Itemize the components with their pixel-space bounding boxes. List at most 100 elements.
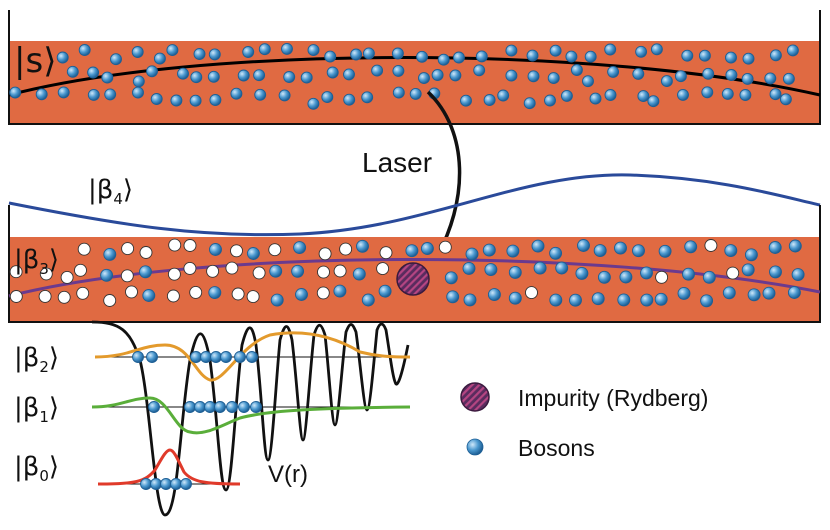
boson	[768, 241, 782, 254]
boson	[153, 52, 166, 65]
boson	[230, 87, 243, 100]
boson	[170, 94, 183, 107]
boson	[307, 97, 320, 110]
boson	[326, 66, 339, 79]
boson	[640, 293, 654, 307]
boson	[291, 264, 305, 278]
boson	[617, 293, 631, 307]
boson	[324, 50, 337, 63]
boson	[110, 53, 122, 66]
legend-bosons-label: Bosons	[518, 435, 595, 461]
boson	[640, 266, 653, 280]
top-condensate-fill	[9, 41, 819, 124]
legend-boson-icon	[466, 438, 484, 456]
empty-site	[183, 261, 197, 275]
boson	[787, 286, 801, 299]
boson	[724, 244, 738, 258]
boson	[505, 44, 518, 57]
boson	[150, 478, 162, 490]
boson	[210, 351, 222, 363]
boson	[100, 268, 114, 282]
empty-site	[76, 286, 90, 300]
boson	[208, 286, 222, 300]
ket-angle: ⟩	[43, 41, 56, 81]
boson	[637, 90, 650, 103]
boson	[142, 289, 156, 302]
boson	[361, 91, 374, 104]
boson	[604, 43, 617, 56]
boson	[725, 69, 738, 81]
boson	[57, 86, 70, 99]
boson	[258, 43, 271, 56]
boson	[788, 239, 802, 253]
boson	[584, 50, 597, 63]
boson	[741, 72, 754, 85]
boson	[555, 261, 569, 275]
boson	[741, 263, 755, 277]
boson	[739, 89, 752, 101]
boson	[764, 72, 777, 85]
boson	[604, 89, 617, 101]
boson	[214, 401, 226, 413]
boson	[698, 49, 711, 62]
boson	[242, 46, 255, 58]
boson	[378, 284, 392, 298]
boson	[762, 286, 776, 300]
boson	[200, 351, 212, 363]
empty-site	[231, 287, 245, 301]
boson	[333, 284, 347, 298]
boson	[769, 88, 782, 101]
boson	[744, 248, 758, 262]
boson	[278, 89, 291, 102]
boson	[78, 44, 91, 56]
boson	[570, 64, 583, 76]
boson	[482, 243, 496, 257]
boson	[66, 65, 79, 78]
empty-site	[9, 290, 23, 303]
boson	[547, 72, 560, 85]
boson	[446, 290, 460, 304]
boson	[700, 294, 714, 308]
boson	[350, 48, 363, 61]
boson	[632, 244, 645, 258]
boson	[250, 401, 262, 413]
boson	[139, 265, 152, 279]
empty-site	[316, 286, 330, 300]
boson	[658, 244, 672, 258]
empty-site	[120, 269, 134, 283]
boson	[352, 267, 366, 281]
boson	[533, 261, 547, 275]
boson	[148, 401, 160, 413]
boson	[208, 48, 221, 61]
boson	[722, 286, 736, 300]
boson	[431, 69, 444, 81]
boson	[392, 86, 405, 99]
boson	[307, 44, 320, 57]
beta2-label: β	[23, 343, 40, 373]
boson	[681, 49, 694, 62]
boson	[654, 292, 668, 306]
empty-site	[166, 289, 180, 303]
boson	[614, 241, 627, 255]
boson	[449, 69, 462, 82]
boson	[460, 94, 472, 107]
boson	[283, 71, 296, 83]
boson	[193, 48, 206, 60]
beta2-wave	[94, 331, 411, 382]
boson	[234, 351, 246, 363]
boson	[209, 243, 222, 256]
boson	[418, 72, 430, 85]
boson	[575, 266, 589, 280]
boson	[593, 244, 607, 258]
boson	[194, 401, 206, 413]
empty-site	[38, 289, 52, 303]
legend: Impurity (Rydberg) Bosons	[460, 382, 708, 461]
boson	[463, 293, 477, 307]
boson	[465, 247, 479, 261]
beta3-sub: 3	[39, 260, 49, 278]
boson	[682, 267, 695, 281]
empty-site	[333, 264, 347, 278]
laser-label: Laser	[362, 147, 432, 178]
legend-impurity-icon	[460, 382, 490, 412]
boson	[786, 44, 799, 57]
